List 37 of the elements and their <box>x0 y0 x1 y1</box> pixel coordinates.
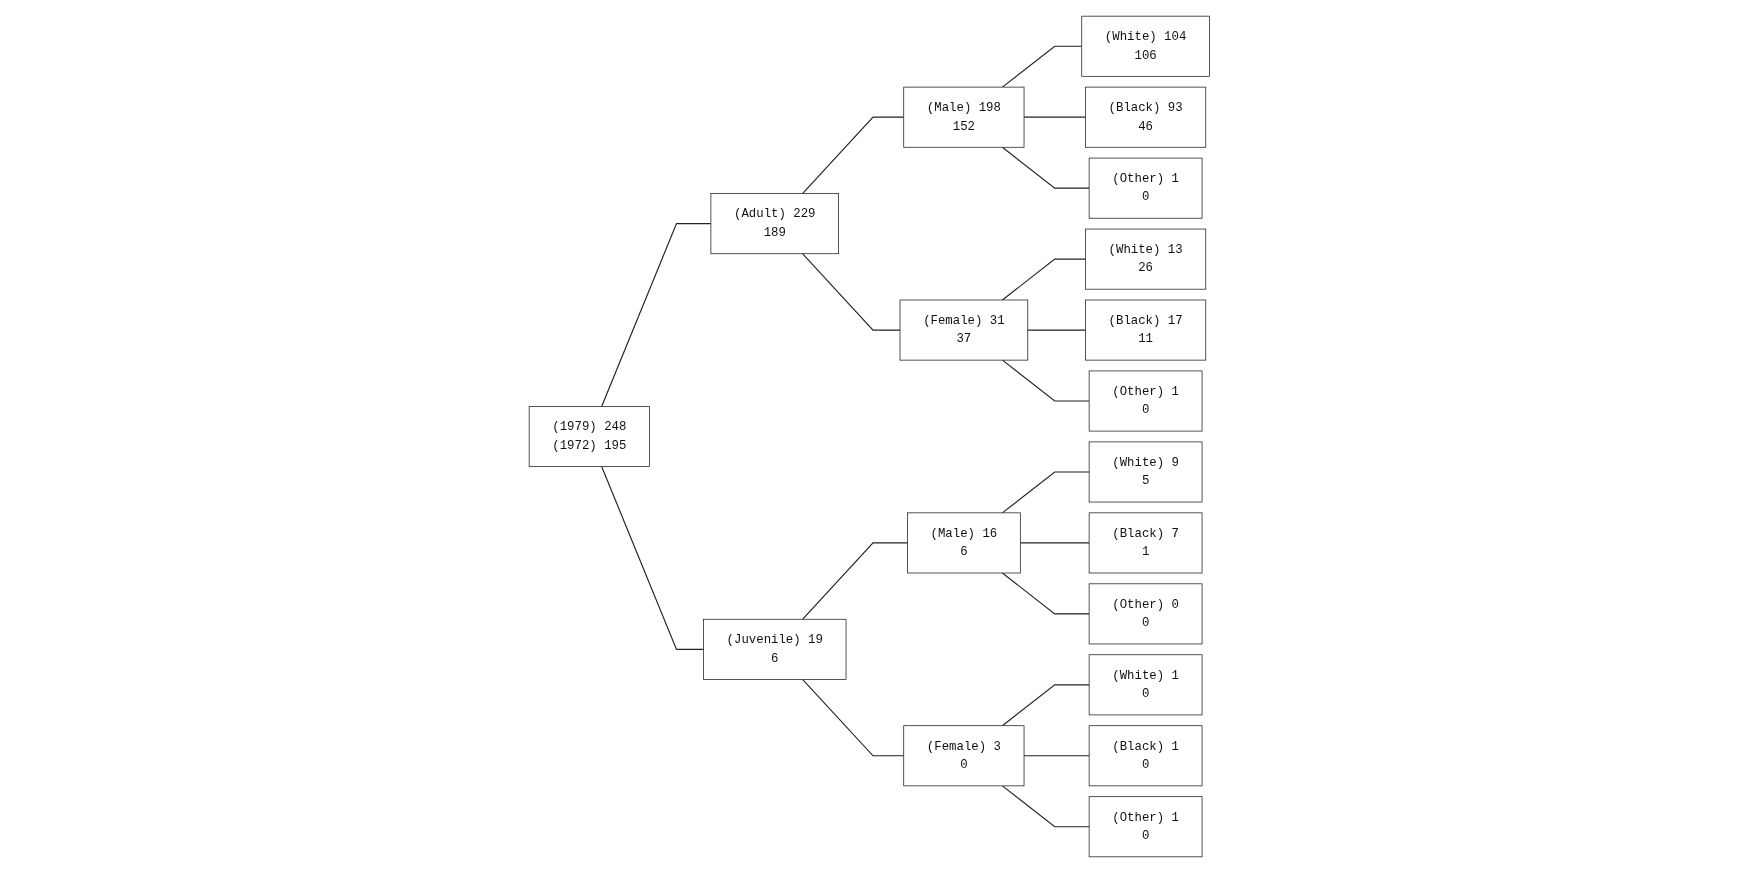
node-box: (Male) 16 6 <box>907 512 1021 574</box>
connector <box>1002 785 1090 828</box>
connector <box>1002 572 1090 615</box>
connector <box>1002 146 1090 189</box>
connector <box>1002 45 1083 88</box>
connector <box>1023 116 1087 118</box>
connector <box>1002 471 1090 514</box>
connector <box>802 678 905 757</box>
connector <box>1027 329 1087 331</box>
node-box: (Female) 31 37 <box>899 299 1029 361</box>
node-box: (Male) 198 152 <box>903 86 1025 148</box>
node-box: (Juvenile) 19 6 <box>703 618 847 680</box>
connector <box>802 116 905 195</box>
connector <box>1019 542 1090 544</box>
node-box: (Adult) 229 189 <box>710 193 840 255</box>
node-box: (White) 1 0 <box>1088 654 1203 716</box>
node-box: (Black) 17 11 <box>1085 299 1207 361</box>
connector <box>601 223 712 407</box>
connector <box>1002 359 1090 402</box>
node-box: (Other) 1 0 <box>1088 370 1203 432</box>
node-box: (White) 104 106 <box>1081 15 1211 77</box>
connector <box>1002 258 1087 301</box>
node-box: (Other) 0 0 <box>1088 583 1203 645</box>
connector <box>601 466 705 650</box>
connector <box>802 253 901 331</box>
node-box: (Black) 7 1 <box>1088 512 1203 574</box>
connector <box>1023 755 1090 757</box>
node-box: (White) 9 5 <box>1088 441 1203 503</box>
node-box: (Female) 3 0 <box>903 725 1025 787</box>
node-box: (Black) 1 0 <box>1088 725 1203 787</box>
node-box: (Other) 1 0 <box>1088 796 1203 858</box>
connector <box>1002 684 1090 727</box>
node-box: (Other) 1 0 <box>1088 157 1203 219</box>
connector <box>802 542 909 620</box>
node-box: (1979) 248 (1972) 195 <box>528 406 651 467</box>
node-box: (Black) 93 46 <box>1085 86 1207 148</box>
node-box: (White) 13 26 <box>1085 228 1207 290</box>
